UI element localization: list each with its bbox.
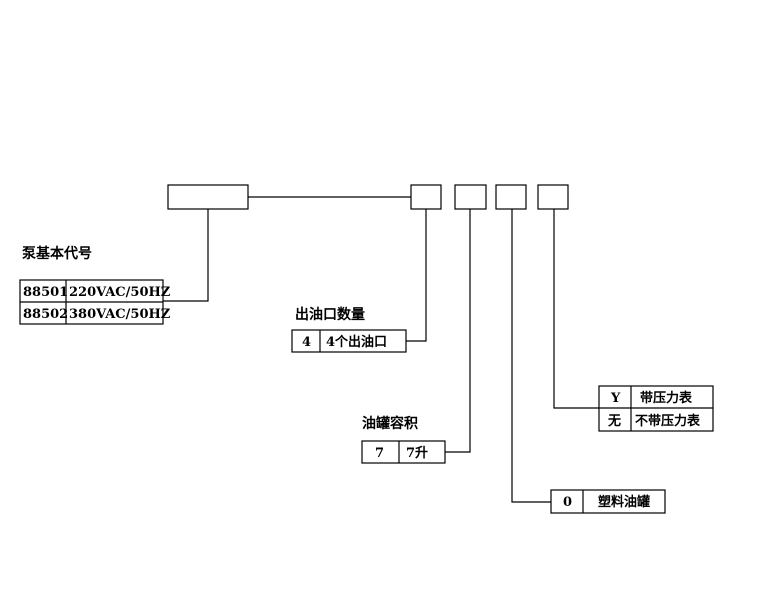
outlets-code: 4 <box>302 335 311 350</box>
tank-title: 油罐容积 <box>362 415 418 432</box>
gauge-desc-2: 不带压力表 <box>635 413 701 429</box>
tank-table <box>361 440 446 464</box>
code-box-tank <box>454 184 487 210</box>
pump-base-desc-2: 380VAC/50HZ <box>69 307 171 322</box>
gauge-code-1: Y <box>610 391 621 406</box>
tank-code: 7 <box>375 446 384 461</box>
outlets-desc: 4个出油口 <box>326 334 387 350</box>
code-box-gauge <box>537 184 569 210</box>
pump-base-code-1: 88501 <box>23 285 68 300</box>
outlets-title: 出油口数量 <box>295 306 365 323</box>
material-code: 0 <box>563 495 572 510</box>
leader-base <box>163 209 209 302</box>
leader-tank <box>445 209 471 453</box>
leader-material <box>511 209 551 503</box>
material-desc: 塑料油罐 <box>598 494 650 510</box>
leader-outlets <box>406 209 427 342</box>
code-box-outlets <box>410 184 442 210</box>
material-table <box>550 489 666 514</box>
gauge-code-2: 无 <box>607 414 621 429</box>
pump-base-desc-1: 220VAC/50HZ <box>69 285 171 300</box>
tank-desc: 7升 <box>406 445 428 461</box>
code-box-material <box>495 184 527 210</box>
gauge-desc-1: 带压力表 <box>640 390 693 406</box>
code-box-base <box>167 184 249 210</box>
pump-base-code-2: 88502 <box>23 307 68 322</box>
pump-base-title: 泵基本代号 <box>22 245 92 262</box>
leader-gauge <box>553 209 599 409</box>
